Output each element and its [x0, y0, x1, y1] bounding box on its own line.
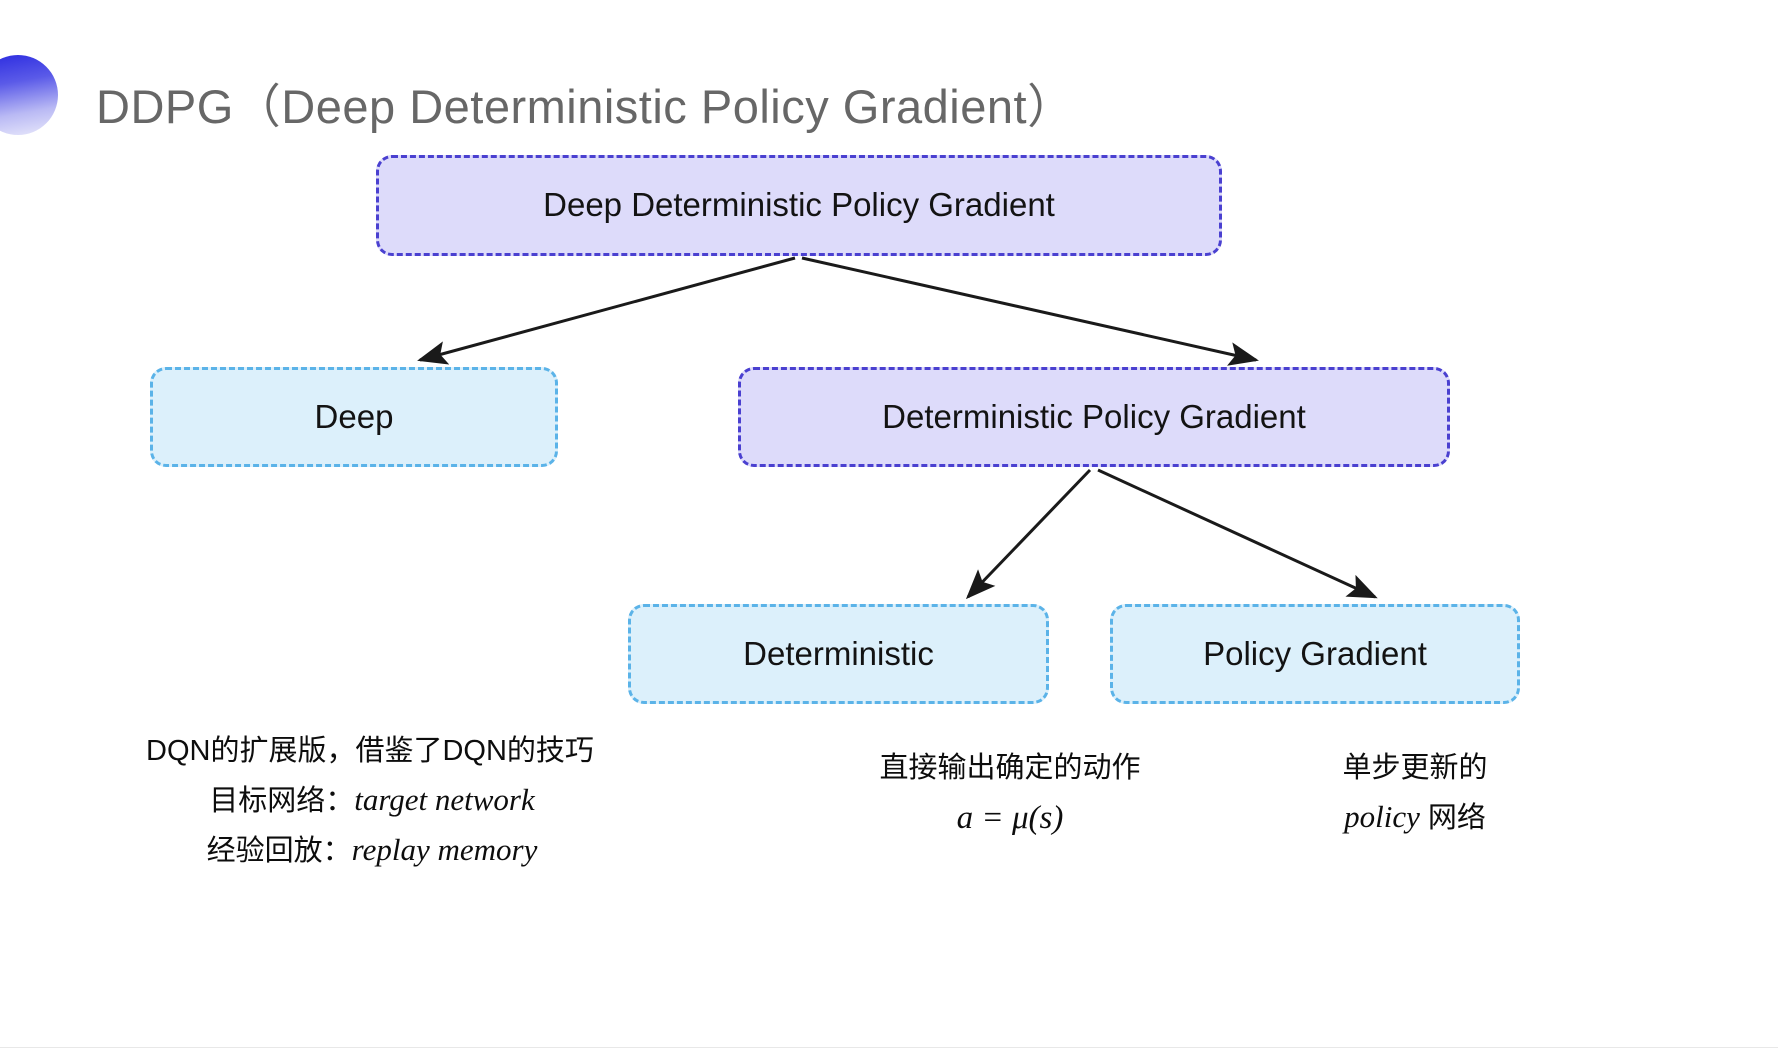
- node-deterministic-policy-gradient[interactable]: Deterministic Policy Gradient: [738, 367, 1450, 467]
- note-deep-line2-label: 目标网络：: [209, 784, 355, 817]
- node-label: Policy Gradient: [1203, 634, 1427, 672]
- note-policy-gradient-line2: policy 网络: [1180, 792, 1650, 842]
- note-policy-gradient-suffix: 网络: [1419, 801, 1486, 834]
- note-deep-line3: 经验回放：replay memory: [110, 825, 630, 875]
- note-policy-gradient-line1: 单步更新的: [1342, 752, 1488, 784]
- note-deterministic: 直接输出确定的动作 a = μ(s): [700, 745, 1320, 845]
- note-deterministic-line1: 直接输出确定的动作: [879, 752, 1141, 784]
- note-deep-line3-term: replay memory: [351, 832, 538, 868]
- node-deep-deterministic-policy-gradient[interactable]: Deep Deterministic Policy Gradient: [376, 155, 1222, 256]
- edge-root-to-deep: [417, 256, 796, 365]
- edge-root-to-dpg: [801, 256, 1259, 366]
- bottom-divider: [0, 1047, 1778, 1056]
- note-deterministic-formula: a = μ(s): [956, 799, 1064, 836]
- gradient-circle-bullet-icon: [0, 55, 58, 135]
- node-deterministic[interactable]: Deterministic: [628, 604, 1049, 704]
- node-label: Deterministic Policy Gradient: [882, 397, 1306, 435]
- node-label: Deep: [314, 397, 394, 435]
- note-deep-line1: DQN的扩展版，借鉴了DQN的技巧: [146, 735, 594, 767]
- note-policy-gradient-term: policy: [1344, 798, 1420, 834]
- note-policy-gradient: 单步更新的 policy 网络: [1180, 745, 1650, 842]
- note-deep-line3-label: 经验回放：: [206, 835, 352, 868]
- note-deep-line2: 目标网络：target network: [110, 775, 630, 825]
- node-label: Deterministic: [743, 634, 934, 672]
- node-label: Deep Deterministic Policy Gradient: [543, 186, 1055, 224]
- edge-dpg-to-policy-gradient: [1097, 468, 1378, 599]
- note-deep-line2-term: target network: [354, 781, 535, 817]
- node-policy-gradient[interactable]: Policy Gradient: [1110, 604, 1520, 704]
- page-title: DDPG（Deep Deterministic Policy Gradient）: [96, 80, 1075, 133]
- node-deep[interactable]: Deep: [150, 367, 558, 467]
- note-deep: DQN的扩展版，借鉴了DQN的技巧 目标网络：target network 经验…: [110, 728, 630, 875]
- edge-dpg-to-deterministic: [965, 468, 1092, 600]
